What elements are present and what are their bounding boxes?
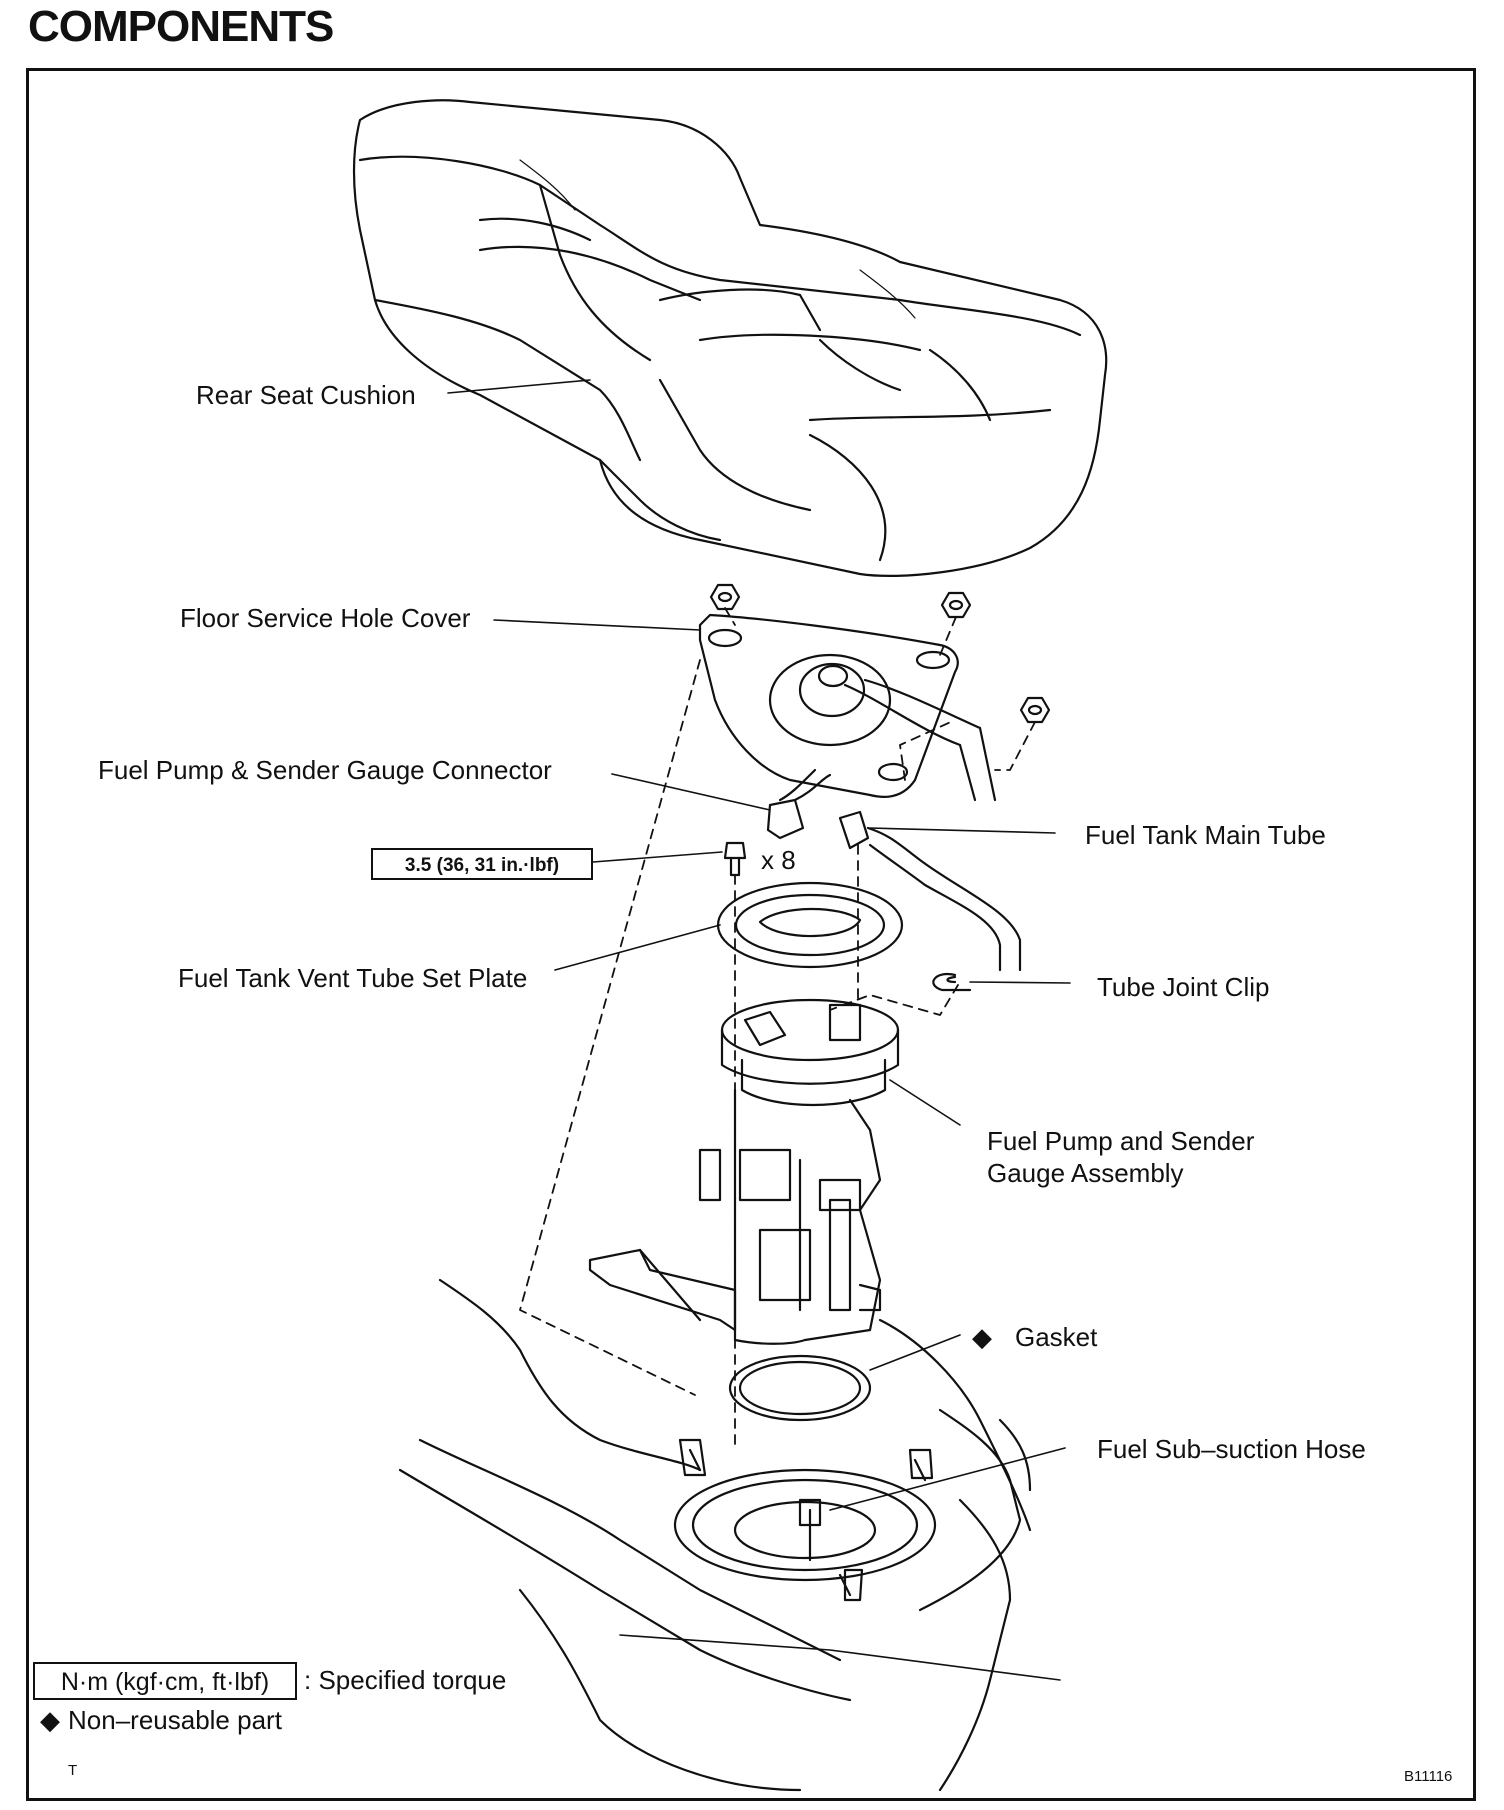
corner-mark: T: [68, 1762, 78, 1779]
bolt-quantity: x 8: [761, 845, 796, 875]
gasket-diamond-icon: ◆: [972, 1322, 992, 1352]
vent-tube-set-plate-drawing: [716, 881, 904, 969]
sender-gauge-connector-drawing: [766, 773, 832, 840]
legend-diamond-icon: ◆: [40, 1705, 60, 1735]
label-vent-tube-set-plate: Fuel Tank Vent Tube Set Plate: [178, 963, 528, 993]
label-rear-seat-cushion: Rear Seat Cushion: [196, 380, 416, 410]
label-gasket: Gasket: [1015, 1322, 1098, 1352]
page-title: COMPONENTS: [28, 2, 334, 51]
label-fuel-sub-suction-hose: Fuel Sub–suction Hose: [1097, 1434, 1366, 1464]
floor-service-hole-cover-drawing: [698, 613, 997, 802]
rear-seat-cushion-drawing: [352, 99, 1108, 578]
legend-torque-units: N·m (kgf·cm, ft·lbf): [33, 1662, 297, 1700]
diagram-frame: [26, 68, 1476, 1801]
label-fuel-tank-main-tube: Fuel Tank Main Tube: [1085, 820, 1326, 850]
tube-joint-clip-drawing: [932, 972, 972, 992]
label-tube-joint-clip: Tube Joint Clip: [1097, 972, 1270, 1002]
legend-non-reusable: Non–reusable part: [68, 1705, 282, 1735]
label-fuel-pump-assembly-line1: Fuel Pump and Sender: [987, 1126, 1255, 1156]
figure-id: B11116: [1404, 1768, 1453, 1785]
gasket-drawing: [728, 1354, 872, 1422]
cover-nuts-drawing: [709, 583, 1051, 724]
leader-lines: [447, 379, 1071, 1681]
label-floor-service-hole-cover: Floor Service Hole Cover: [180, 603, 471, 633]
label-sender-gauge-connector: Fuel Pump & Sender Gauge Connector: [98, 755, 552, 785]
label-fuel-pump-assembly-line2: Gauge Assembly: [987, 1158, 1184, 1188]
set-plate-bolt-drawing: [723, 841, 747, 877]
alignment-dashed-lines: [519, 607, 1036, 1451]
torque-spec-box: 3.5 (36, 31 in.·lbf): [371, 848, 593, 880]
fuel-tank-drawing: [398, 1278, 1032, 1792]
fuel-tank-main-tube-drawing: [838, 810, 1022, 972]
legend-torque-desc: : Specified torque: [304, 1665, 507, 1695]
fuel-pump-assembly-drawing: [588, 998, 900, 1345]
